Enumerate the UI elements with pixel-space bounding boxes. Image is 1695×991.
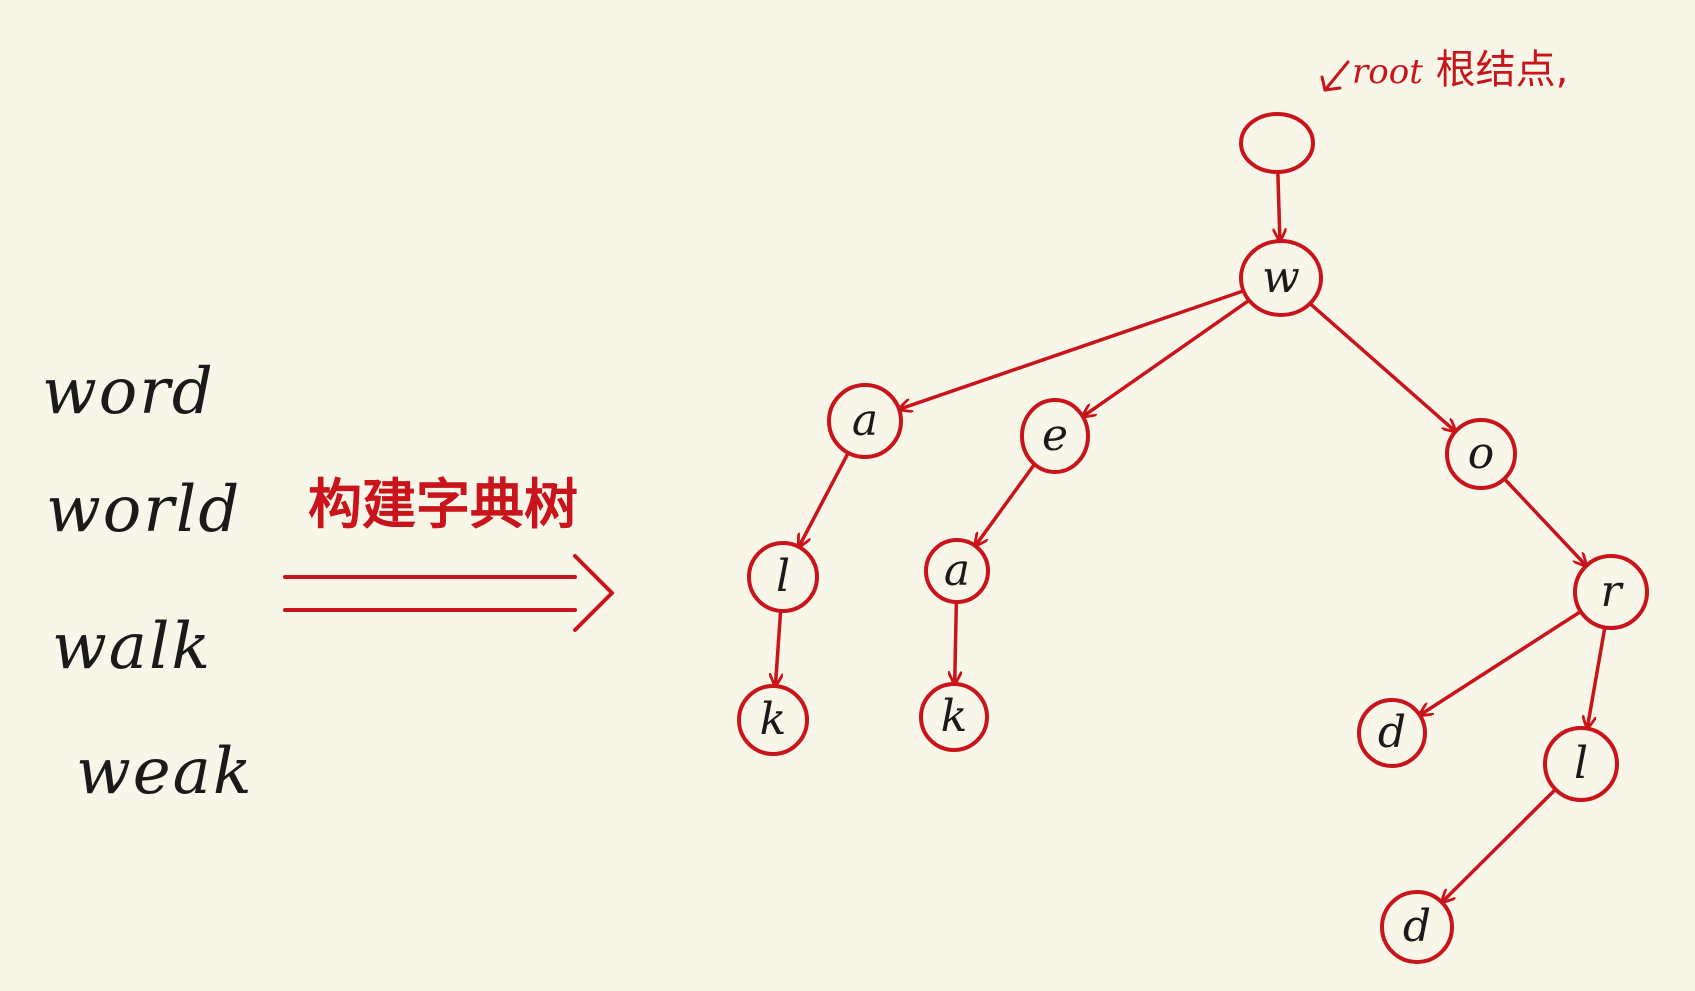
trie-node-d1: d — [1357, 698, 1427, 768]
trie-edges — [775, 170, 1607, 902]
trie-node-label: a — [852, 395, 878, 446]
build-trie-caption: 构建字典树 — [308, 473, 578, 536]
trie-node-w: w — [1239, 239, 1323, 317]
trie-node-label: o — [1468, 428, 1495, 479]
trie-node-a1: a — [827, 383, 903, 459]
trie-node-root — [1239, 112, 1315, 174]
trie-node-circle — [924, 538, 990, 604]
trie-node-d2: d — [1380, 890, 1454, 964]
trie-node-circle — [747, 541, 819, 613]
trie-node-r: r — [1573, 554, 1649, 630]
trie-node-circle — [737, 684, 809, 756]
trie-node-o: o — [1445, 418, 1517, 490]
trie-edge-w-e — [1083, 298, 1251, 416]
trie-node-label: a — [944, 545, 970, 596]
trie-node-label: d — [1378, 707, 1406, 758]
root-annotation-text: 根结点, — [1435, 47, 1569, 93]
trie-node-l2: l — [1543, 726, 1619, 802]
trie-node-label: l — [1574, 738, 1588, 789]
trie-node-circle — [1239, 112, 1315, 174]
trie-node-label: d — [1403, 901, 1431, 952]
root-annotation: root 根结点, — [1352, 50, 1568, 90]
trie-node-label: l — [776, 551, 790, 602]
trie-edge-root-w — [1278, 170, 1280, 243]
trie-nodes: w a e o l a r k k d l d — [737, 112, 1649, 964]
trie-edge-r-l2 — [1587, 625, 1607, 728]
trie-edge-a2-k2 — [955, 600, 957, 686]
word-item-word: word — [42, 355, 215, 429]
root-pointer-arrow-icon — [1320, 60, 1350, 92]
trie-node-circle — [1445, 418, 1517, 490]
trie-node-k2: k — [919, 682, 989, 752]
word-item-weak: weak — [76, 735, 254, 809]
trie-edge-o-r — [1502, 476, 1586, 566]
trie-node-label: e — [1042, 410, 1068, 461]
trie-node-a2: a — [924, 538, 990, 604]
trie-node-label: k — [760, 694, 787, 745]
trie-edge-l2-d2 — [1442, 787, 1558, 902]
trie-node-circle — [1239, 239, 1323, 317]
trie-edge-a1-l1 — [799, 451, 850, 547]
trie-edge-l1-k1 — [775, 609, 780, 688]
trie-node-label: w — [1262, 252, 1300, 303]
word-item-world: world — [46, 473, 242, 547]
double-arrow-icon — [283, 554, 614, 632]
trie-node-label: r — [1600, 566, 1624, 617]
word-item-walk: walk — [52, 610, 213, 684]
trie-edge-e-a2 — [975, 462, 1037, 546]
trie-node-circle — [1380, 890, 1454, 964]
trie-node-circle — [827, 383, 903, 459]
trie-edge-r-d1 — [1420, 609, 1583, 715]
trie-edge-w-o — [1308, 301, 1455, 432]
trie-node-circle — [1573, 554, 1649, 630]
root-annotation-prefix: root — [1352, 52, 1423, 92]
trie-node-circle — [1357, 698, 1427, 768]
trie-node-l1: l — [747, 541, 819, 613]
trie-node-circle — [1543, 726, 1619, 802]
trie-node-label: k — [941, 691, 968, 742]
trie-node-k1: k — [737, 684, 809, 756]
trie-node-circle — [1020, 398, 1090, 474]
trie-edge-w-a1 — [899, 289, 1246, 409]
trie-node-circle — [919, 682, 989, 752]
trie-node-e: e — [1020, 398, 1090, 474]
